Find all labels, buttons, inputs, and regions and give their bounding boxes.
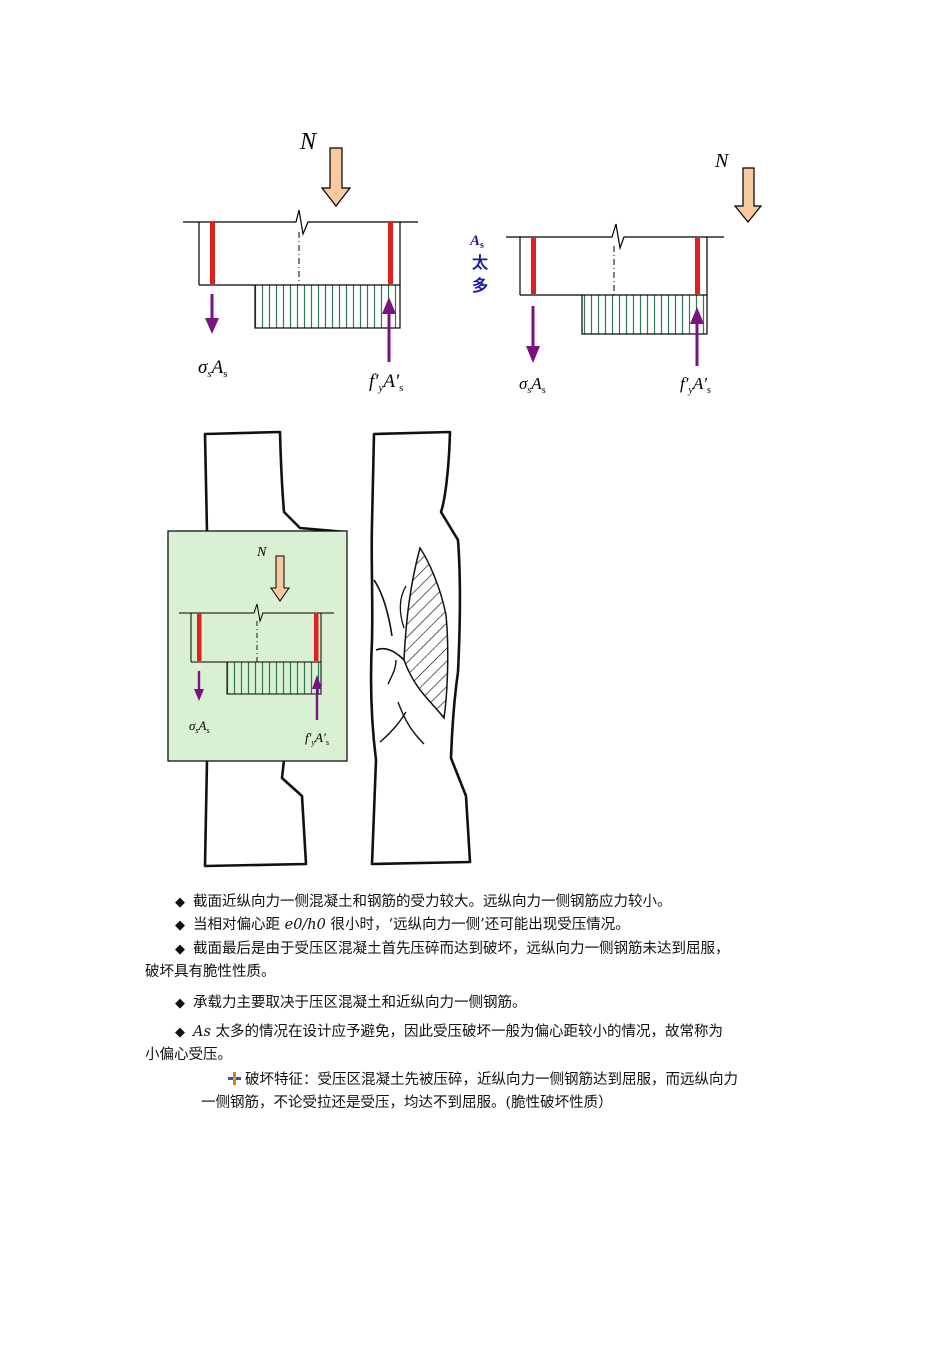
axial-force-arrow xyxy=(320,147,352,207)
as-too-many-note: As 太 多 xyxy=(469,233,489,295)
bullet-icon: ◆ xyxy=(175,996,185,1011)
crack-line xyxy=(375,647,405,661)
crack-line xyxy=(399,585,407,629)
section-outline xyxy=(506,223,724,251)
crushed-zone xyxy=(403,546,449,720)
force-label-n: N xyxy=(299,129,318,155)
force-label-n: N xyxy=(256,545,267,560)
section-outline xyxy=(179,603,334,623)
rebar-near xyxy=(695,237,700,294)
compression-arrow xyxy=(690,307,704,324)
rebar-far xyxy=(531,237,536,294)
paragraph-1: ◆截面近纵向力一侧混凝土和钢筋的受力较大。远纵向力一侧钢筋应力较小。 xyxy=(175,894,672,910)
paragraph-5-cont: 小偏心受压。 xyxy=(145,1047,232,1063)
axial-force-arrow xyxy=(270,555,290,602)
crack-line xyxy=(397,701,425,745)
section-outline xyxy=(183,209,418,237)
rebar-near xyxy=(388,222,393,284)
bullet-icon: ◆ xyxy=(175,1025,185,1040)
figure-area: N σsAs f′yA′s As 太 多 N xyxy=(167,129,763,868)
tension-force-label: σsAs xyxy=(189,718,210,735)
column-specimen-left xyxy=(203,430,348,868)
compression-zone xyxy=(254,284,401,329)
crack-line xyxy=(387,659,397,685)
compression-zone xyxy=(581,294,708,335)
svg-text:太: 太 xyxy=(471,253,489,272)
paragraph-3: ◆截面最后是由于受压区混凝土首先压碎而达到破坏，远纵向力一侧钢筋未达到屈服， xyxy=(175,941,730,957)
tension-arrow xyxy=(205,318,219,334)
bullet-icon: ◆ xyxy=(175,918,185,933)
tension-arrow xyxy=(194,689,204,701)
compression-arrow xyxy=(312,675,322,689)
tension-arrow xyxy=(526,346,540,363)
compression-force-label: f′yA′s xyxy=(369,371,403,394)
crack-line xyxy=(379,711,407,743)
tension-force-label: σsAs xyxy=(519,374,546,396)
paragraph-3-cont: 破坏具有脆性性质。 xyxy=(145,964,276,980)
paragraph-6-cont: 一侧钢筋，不论受拉还是受压，均达不到屈服。(脆性破坏性质） xyxy=(201,1095,613,1111)
rebar-near xyxy=(314,613,319,661)
section-diagram-2: N σsAs f′yA′s xyxy=(506,150,763,396)
rebar-far xyxy=(197,613,202,661)
axial-force-arrow xyxy=(733,167,763,223)
section-diagram-1: N σsAs f′yA′s xyxy=(183,129,418,394)
compression-arrow xyxy=(382,297,396,314)
compression-force-label: f′yA′s xyxy=(680,374,711,396)
compression-force-label: f′yA′s xyxy=(305,730,329,747)
force-label-n: N xyxy=(714,150,730,172)
column-specimen-right xyxy=(369,430,472,866)
note-icon xyxy=(228,1072,241,1085)
crack-line xyxy=(373,579,393,637)
bullet-icon: ◆ xyxy=(175,942,185,957)
compression-zone xyxy=(226,661,322,695)
paragraph-2: ◆当相对偏心距 e0/h0 很小时，‘远纵向力一侧’还可能出现受压情况。 xyxy=(175,917,630,933)
svg-text:As: As xyxy=(469,233,484,251)
tension-force-label: σsAs xyxy=(198,357,228,380)
svg-text:多: 多 xyxy=(472,276,488,295)
inset-section-diagram: N σsAs f′yA′s xyxy=(167,530,348,762)
paragraph-4: ◆承载力主要取决于压区混凝土和近纵向力一侧钢筋。 xyxy=(175,995,527,1011)
rebar-far xyxy=(210,222,215,284)
paragraph-6: 破坏特征：受压区混凝土先被压碎，近纵向力一侧钢筋达到屈服，而远纵向力 xyxy=(228,1069,848,1091)
paragraph-5: ◆As 太多的情况在设计应予避免，因此受压破坏一般为偏心距较小的情况，故常称为 xyxy=(175,1024,724,1040)
bullet-icon: ◆ xyxy=(175,895,185,910)
